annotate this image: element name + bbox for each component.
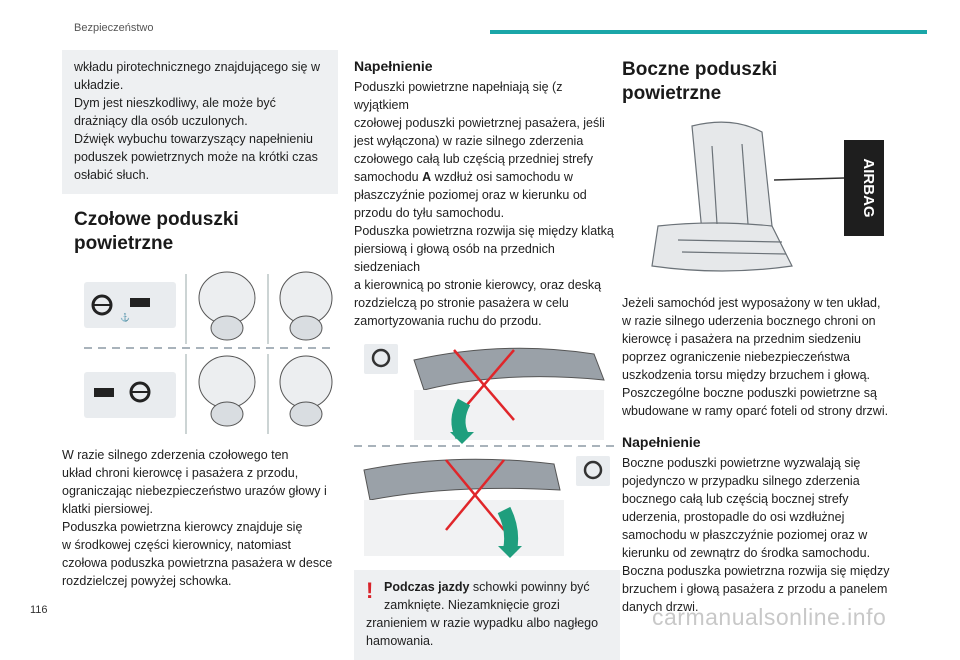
body-line: w środkowej części kierownicy, natomiast [62,538,292,552]
side-inflation-description: Boczne poduszki powietrzne wyzwalają się… [622,454,890,616]
inflation-description: Poduszki powietrzne napełniają się (z wy… [354,78,620,330]
column-frontal-airbags: wkładu pirotechnicznego znajdującego się… [62,50,338,590]
column-inflation-frontal: Napełnienie Poduszki powietrzne napełnia… [354,50,620,660]
airbag-heads-top [185,271,333,344]
page-number: 116 [30,604,48,616]
body-line: kierunku od zewnątrz do środka samochodu… [622,546,871,560]
heading-line: Czołowe poduszki [74,209,239,230]
airbag-label-box [844,140,884,236]
heading-frontal-airbags: Czołowe poduszki powietrzne [74,208,338,256]
note-line: wkładu pirotechnicznego znajdującego się… [74,60,320,74]
dashboard-icon-bottom [84,372,176,418]
body-line: rozdzielczej powyżej schowka. [62,574,232,588]
body-line: piersiową i głową osób na przednich sied… [354,242,555,274]
body-line: w razie silnego uderzenia bocznego chron… [622,314,876,328]
body-line: Poszczególne boczne poduszki powietrzne … [622,386,878,400]
heading-side-inflation: Napełnienie [622,434,701,450]
glovebox-airbag-illustration [354,344,620,558]
warning-line: zranieniem w razie wypadku albo nagłego [366,616,599,630]
airbag-label: AIRBAG [860,158,877,217]
svg-text:⚓: ⚓ [120,312,130,322]
section-header: Bezpieczeństwo [74,22,154,34]
body-line: Boczne poduszki powietrzne wyzwalają się [622,456,861,470]
body-line: Poduszka powietrzna rozwija się między k… [354,224,614,238]
warning-line: Podczas jazdy schowki powinny być [366,578,608,596]
body-line: układ chroni kierowcę i pasażera z przod… [62,466,299,480]
body-line: jest wyłączona) w razie silnego zderzeni… [354,134,584,148]
dashboard-icon-top: ⚓ [84,282,176,328]
warning-bold: Podczas jazdy [384,580,470,594]
body-line: brzuchem i głową pasażera z przodu a pan… [622,582,888,596]
body-line: wbudowane w ramy oparć foteli od strony … [622,404,889,418]
body-line-part: wzdłuż osi samochodu w [431,170,573,184]
body-line: rozdzielczą po stronie pasażera w celu [354,296,569,310]
dashboard-bottom [363,456,610,558]
column-side-airbags: Boczne poduszki powietrzne AIRBAG Jeżeli… [622,50,890,616]
dashboard-top [364,344,605,444]
body-line-part: samochodu [354,170,423,184]
heading-inflation: Napełnienie [354,58,433,74]
body-line: poprzez ograniczenie niebezpieczeństwa [622,350,850,364]
body-line: W razie silnego zderzenia czołowego ten [62,448,289,462]
heading-line: powietrzne [622,83,722,104]
warning-line: zamknięte. Niezamknięcie grozi [384,598,560,612]
warning-line: hamowania. [366,634,434,648]
warning-box: ! Podczas jazdy schowki powinny być zamk… [354,570,620,660]
body-line: Poduszka powietrzna kierowcy znajduje si… [62,520,303,534]
note-line: układzie. [74,78,124,92]
body-line: kierowcę i pasażera na przednim siedzeni… [622,332,862,346]
note-line: Dźwięk wybuchu towarzyszący napełnieniu [74,132,314,146]
body-line: pojedynczo w przypadku silnego zderzenia [622,474,860,488]
body-line: samochodu w płaszczyźnie poziomej oraz w [622,528,868,542]
body-line: czołowego całą lub częścią przedniej str… [354,152,594,166]
note-box: wkładu pirotechnicznego znajdującego się… [62,50,338,194]
side-airbag-seat-illustration: AIRBAG [651,121,884,272]
header-accent-bar [490,30,927,34]
body-line: danych drzwi. [622,600,699,614]
body-line: zamortyzowania ruchu do przodu. [354,314,542,328]
body-line: Poduszki powietrzne napełniają się (z wy… [354,80,563,112]
heading-side-airbags: Boczne poduszki powietrzne [622,58,890,106]
frontal-airbag-illustration: ⚓ [84,271,333,434]
body-line: Jeżeli samochód jest wyposażony w ten uk… [622,296,881,310]
airbag-heads-bottom [185,354,333,434]
body-line: ograniczając niebezpieczeństwo urazów gł… [62,484,327,498]
body-line: samochodu A wzdłuż osi samochodu w [354,168,620,186]
warning-icon: ! [366,578,374,603]
body-line: klatki piersiowej. [62,502,154,516]
body-line: płaszczyźnie poziomej oraz w kierunku od [354,188,587,202]
body-line: Boczna poduszka powietrzna rozwija się m… [622,564,890,578]
body-line: bocznego całą lub częścią bocznej strefy [622,492,849,506]
note-line: osłabić słuch. [74,168,150,182]
body-line: uszkodzenia torsu między brzuchem i głow… [622,368,871,382]
seat-icon [651,121,793,272]
heading-line: Boczne poduszki [622,59,778,80]
note-line: poduszek powietrznych może na krótki cza… [74,150,318,164]
body-line: czołowej poduszki powietrznej pasażera, … [354,116,605,130]
body-line: uderzenia, prostopadle do osi wzdłużnej [622,510,845,524]
watermark: carmanualsonline.info [652,604,887,630]
body-line: przodu do tyłu samochodu. [354,206,505,220]
warning-rest: schowki powinny być [469,580,590,594]
body-line: czołowa poduszka powietrzna pasażera w d… [62,556,333,570]
note-line: Dym jest nieszkodliwy, ale może być [74,96,276,110]
zone-label-a: A [422,170,432,184]
frontal-airbags-description: W razie silnego zderzenia czołowego ten … [62,446,338,590]
side-airbags-description: Jeżeli samochód jest wyposażony w ten uk… [622,294,890,420]
body-line: a kierownicą po stronie kierowcy, oraz d… [354,278,602,292]
heading-line: powietrzne [74,233,174,254]
note-line: drażniący dla osób uczulonych. [74,114,248,128]
